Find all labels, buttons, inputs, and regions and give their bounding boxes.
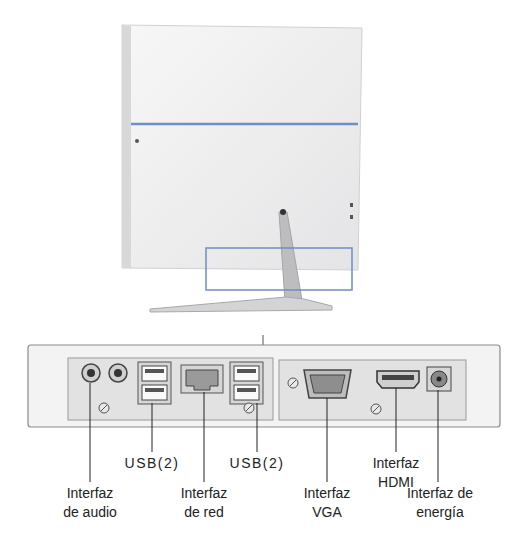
audio-jack <box>82 364 100 382</box>
power-jack-pin <box>437 377 442 382</box>
accent-line <box>131 123 358 126</box>
callout-label: USB(2) <box>217 454 297 473</box>
usb-tongue <box>237 388 256 392</box>
pointer-tick <box>263 335 264 345</box>
usb-port-frame <box>230 362 263 404</box>
screw <box>244 403 254 413</box>
vent-hole <box>350 203 353 207</box>
power-jack <box>431 371 447 387</box>
audio-jack <box>109 364 127 382</box>
monitor-back <box>122 25 362 270</box>
screw <box>288 378 298 388</box>
stand-joint <box>280 209 286 215</box>
vent-hole <box>350 215 353 219</box>
power-jack-frame <box>427 367 451 391</box>
screw-slot <box>101 405 107 411</box>
hdmi-port <box>377 371 419 388</box>
leader-line <box>204 392 205 482</box>
usb-tongue <box>237 369 256 373</box>
screw <box>99 403 109 413</box>
panel-inset <box>68 358 273 420</box>
vga-port-inner <box>310 375 345 393</box>
callout-label: Interfaz de energía <box>402 484 478 522</box>
callout-label: Interfaz de red <box>173 484 235 522</box>
ethernet-port <box>186 370 218 390</box>
port-panel <box>28 345 500 427</box>
leader-line <box>257 403 258 452</box>
leader-line <box>90 383 91 482</box>
screw-slot <box>373 406 379 412</box>
callout-label: Interfaz de audio <box>59 484 121 522</box>
vga-port <box>304 370 351 398</box>
stand-base <box>150 297 332 312</box>
ethernet-port-frame <box>181 365 223 393</box>
screw-hole <box>135 139 139 143</box>
audio-jack-hole <box>87 369 95 377</box>
screw-slot <box>290 380 296 386</box>
usb-port <box>142 385 167 400</box>
usb-port <box>234 366 259 381</box>
leader-line <box>396 388 397 452</box>
usb-tongue <box>145 369 164 373</box>
usb-tongue <box>145 388 164 392</box>
hdmi-tongue <box>382 375 414 380</box>
leader-line <box>152 403 153 452</box>
screw <box>371 404 381 414</box>
leader-line <box>327 398 328 482</box>
usb-port <box>142 366 167 381</box>
audio-jack-hole <box>114 369 122 377</box>
callout-label: USB(2) <box>112 454 192 473</box>
highlight-box <box>206 248 352 290</box>
callout-label: Interfaz VGA <box>296 484 358 522</box>
usb-port <box>234 385 259 400</box>
screw-slot <box>246 405 252 411</box>
stand-neck <box>279 212 302 302</box>
usb-port-frame <box>138 362 171 404</box>
leader-line <box>438 390 439 482</box>
monitor-edge <box>122 25 131 268</box>
